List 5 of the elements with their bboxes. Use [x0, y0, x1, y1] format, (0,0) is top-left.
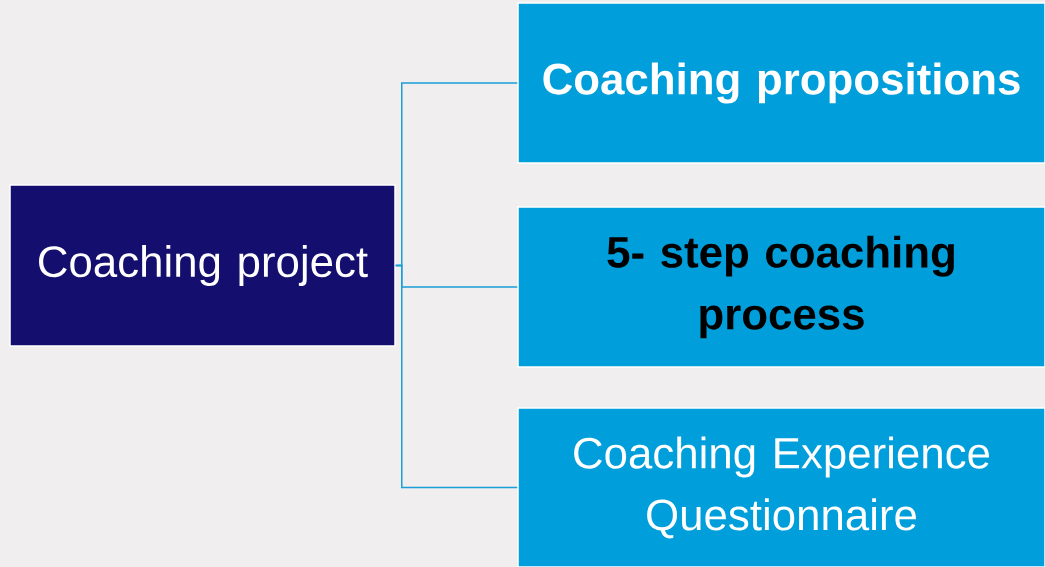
branch-box: Coaching propositions	[517, 2, 1045, 164]
branch-box: Coaching Experience Questionnaire	[517, 407, 1045, 567]
connector	[395, 264, 518, 489]
topic-box: Coaching project	[9, 184, 396, 347]
branch-box: 5- step coaching process	[517, 206, 1045, 368]
